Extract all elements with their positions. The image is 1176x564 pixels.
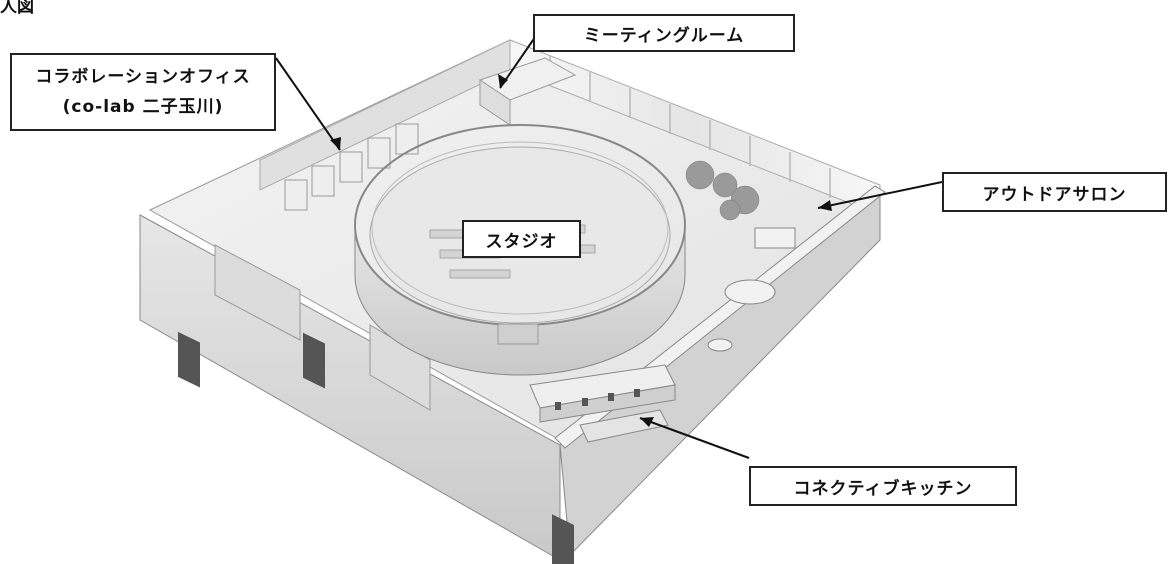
salon-plants xyxy=(685,160,760,221)
door xyxy=(303,332,325,389)
door xyxy=(552,514,574,564)
studio-inner-rim xyxy=(371,141,669,315)
label-collab-office: コラボレーションオフィス (co-lab 二子玉川) xyxy=(10,53,276,131)
label-outdoor-salon: アウトドアサロン xyxy=(942,172,1167,212)
leader-arrowheads xyxy=(330,74,832,427)
label-collab-office-line1: コラボレーションオフィス xyxy=(35,67,251,87)
leader-collab xyxy=(275,57,341,151)
kitchen-counter-front xyxy=(539,384,676,423)
label-meeting-room: ミーティングルーム xyxy=(533,14,795,52)
door xyxy=(178,331,200,388)
studio-screen xyxy=(497,323,539,345)
leader-kitchen xyxy=(639,417,750,459)
office-booths xyxy=(284,123,419,211)
kitchen-stools xyxy=(555,389,640,410)
partition-wall xyxy=(214,244,301,341)
label-collab-office-line2: (co-lab 二子玉川) xyxy=(62,97,224,117)
label-kitchen: コネクティブキッチン xyxy=(749,466,1017,506)
leader-salon xyxy=(817,181,943,209)
corner-caption: 人図 xyxy=(0,0,34,17)
salon-furniture xyxy=(707,227,796,352)
label-studio: スタジオ xyxy=(462,220,581,258)
